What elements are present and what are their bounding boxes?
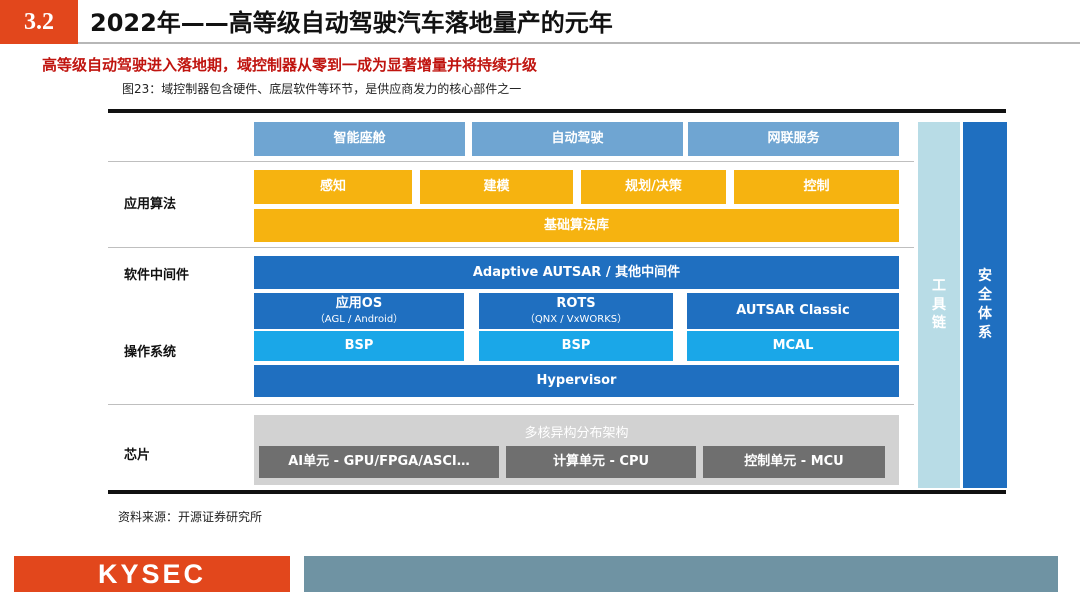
- os-block-autosar-classic: AUTSAR Classic: [687, 293, 899, 329]
- page-subtitle: 高等级自动驾驶进入落地期，域控制器从零到一成为显著增量并将持续升级: [42, 56, 538, 74]
- layer-divider: [108, 161, 914, 162]
- logo-text: KYSEC: [98, 559, 206, 589]
- footer-bar: [304, 556, 1058, 592]
- os-block-app-os: 应用OS （AGL / Android）: [254, 293, 464, 329]
- safety-char: 安: [978, 268, 992, 285]
- app-block-smart-cockpit: 智能座舱: [254, 122, 465, 156]
- middleware-block: Adaptive AUTSAR / 其他中间件: [254, 256, 899, 289]
- bsp-block: BSP: [479, 331, 673, 361]
- safety-char: 系: [978, 324, 992, 341]
- toolchain-char: 工: [932, 277, 946, 294]
- toolchain-column: 工 具 链: [918, 122, 960, 488]
- page-title: 2022年——高等级自动驾驶汽车落地量产的元年: [90, 9, 613, 37]
- algo-block-modeling: 建模: [420, 170, 573, 204]
- chip-architecture-title: 多核异构分布架构: [524, 426, 629, 441]
- os-block-title: AUTSAR Classic: [736, 303, 850, 319]
- layer-label-app-algorithm: 应用算法: [124, 197, 177, 212]
- layer-divider: [108, 247, 914, 248]
- frame-bottom-border: [108, 490, 1006, 494]
- source-note: 资料来源：开源证券研究所: [118, 510, 263, 524]
- section-number-badge: 3.2: [0, 0, 78, 44]
- layer-label-os: 操作系统: [124, 345, 177, 360]
- algo-block-control: 控制: [734, 170, 899, 204]
- safety-char: 体: [978, 306, 992, 322]
- algo-block-planning: 规划/决策: [581, 170, 726, 204]
- app-block-connected-services: 网联服务: [688, 122, 899, 156]
- layer-divider: [108, 404, 914, 405]
- chip-block-compute-unit: 计算单元 - CPU: [506, 446, 696, 478]
- mcal-block: MCAL: [687, 331, 899, 361]
- kysec-logo: KYSEC: [14, 556, 290, 592]
- os-block-subtitle: （AGL / Android）: [314, 313, 404, 325]
- os-block-title: ROTS: [556, 296, 596, 312]
- layer-label-chip: 芯片: [124, 448, 151, 463]
- os-block-title: 应用OS: [335, 296, 383, 312]
- hypervisor-block: Hypervisor: [254, 365, 899, 397]
- title-divider: [78, 42, 1080, 44]
- bsp-block: BSP: [254, 331, 464, 361]
- app-block-autonomous-driving: 自动驾驶: [472, 122, 683, 156]
- os-block-rtos: ROTS （QNX / VxWORKS）: [479, 293, 673, 329]
- safety-char: 全: [978, 287, 992, 304]
- frame-top-border: [108, 109, 1006, 113]
- algo-block-perception: 感知: [254, 170, 412, 204]
- toolchain-char: 具: [932, 296, 946, 313]
- algo-base-library: 基础算法库: [254, 209, 899, 242]
- os-block-subtitle: （QNX / VxWORKS）: [524, 313, 628, 325]
- safety-system-column: 安 全 体 系: [963, 122, 1007, 488]
- chip-block-control-unit: 控制单元 - MCU: [703, 446, 885, 478]
- chip-block-ai-unit: AI单元 - GPU/FPGA/ASCI…: [259, 446, 499, 478]
- toolchain-char: 链: [932, 315, 946, 332]
- layer-label-middleware: 软件中间件: [124, 268, 190, 283]
- figure-caption: 图23：域控制器包含硬件、底层软件等环节，是供应商发力的核心部件之一: [122, 82, 522, 96]
